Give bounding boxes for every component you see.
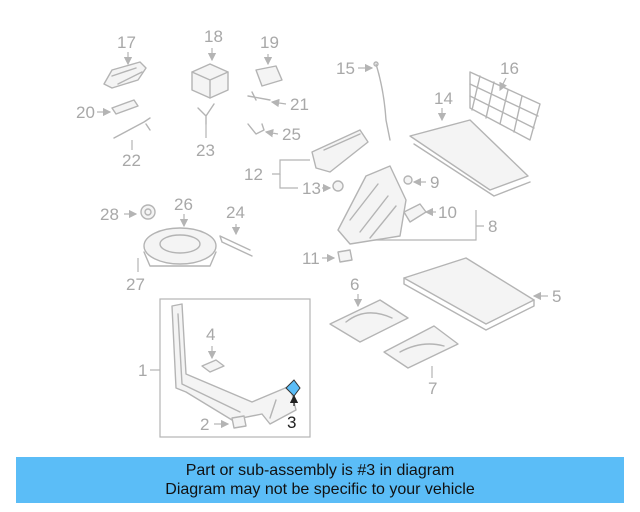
- part-20-tool[interactable]: 20: [76, 99, 139, 122]
- part-23-clip[interactable]: 23: [196, 103, 215, 160]
- part-25-bracket[interactable]: 25: [247, 123, 301, 144]
- part-21-strap[interactable]: 21: [247, 91, 309, 114]
- callout-24: 24: [226, 203, 245, 222]
- callout-27: 27: [126, 275, 145, 294]
- callout-18: 18: [204, 27, 223, 46]
- callout-10: 10: [438, 203, 457, 222]
- part-18-bag[interactable]: 18: [191, 27, 229, 99]
- part-9-clip[interactable]: 9: [403, 173, 439, 192]
- part-26-tire-tray[interactable]: 26: [143, 195, 217, 267]
- callout-7: 7: [428, 379, 437, 398]
- part-2-clip[interactable]: 2: [200, 415, 247, 434]
- callout-6: 6: [350, 275, 359, 294]
- parts-diagram: 17 20 22 18 23 19 21 25: [76, 27, 561, 438]
- callout-11: 11: [302, 249, 320, 268]
- callout-2: 2: [200, 415, 209, 434]
- callout-9: 9: [430, 173, 439, 192]
- callout-16: 16: [500, 59, 519, 78]
- part-28-bolt[interactable]: 28: [100, 204, 156, 224]
- callout-20: 20: [76, 103, 95, 122]
- part-13-fastener[interactable]: 13: [279, 174, 344, 198]
- part-6-floor-board[interactable]: 6: [329, 275, 409, 343]
- part-24-bracket[interactable]: 24: [219, 203, 253, 257]
- part-19-canister[interactable]: 19: [255, 33, 283, 87]
- callout-21: 21: [290, 95, 309, 114]
- callout-12: 12: [244, 165, 263, 184]
- callout-14: 14: [434, 89, 453, 108]
- part-12-trim-bracket[interactable]: 12: [244, 129, 369, 184]
- callout-17: 17: [117, 33, 136, 52]
- part-11-clip[interactable]: 11: [302, 249, 353, 268]
- part-15-cable[interactable]: 15: [336, 59, 391, 141]
- callout-15: 15: [336, 59, 355, 78]
- part-4-clip[interactable]: 4: [201, 325, 225, 373]
- part-7-floor-board[interactable]: 7: [383, 325, 459, 398]
- part-27-strap[interactable]: 27: [126, 258, 145, 294]
- part-10-cover[interactable]: 10: [403, 203, 457, 223]
- part-1-trim-panel[interactable]: 1: [138, 303, 297, 425]
- banner-line-1: Part or sub-assembly is #3 in diagram: [185, 462, 455, 479]
- callout-22: 22: [122, 151, 141, 170]
- callout-8: 8: [488, 217, 497, 236]
- callout-1: 1: [138, 361, 147, 380]
- info-banner: Part or sub-assembly is #3 in diagram Di…: [16, 457, 624, 503]
- part-8-side-trim[interactable]: 8: [337, 165, 497, 245]
- callout-3: 3: [287, 413, 296, 432]
- callout-13: 13: [302, 179, 321, 198]
- part-14-rear-shelf[interactable]: 14: [409, 89, 531, 197]
- callout-5: 5: [552, 287, 561, 306]
- callout-19: 19: [260, 33, 279, 52]
- part-22-tool[interactable]: 22: [113, 117, 151, 170]
- part-17-jack[interactable]: 17: [103, 33, 147, 89]
- assembly-1-box: [159, 298, 311, 438]
- callout-4: 4: [206, 325, 215, 344]
- callout-26: 26: [174, 195, 193, 214]
- part-3-highlighted[interactable]: 3: [285, 379, 301, 432]
- callout-23: 23: [196, 141, 215, 160]
- part-16-cargo-net[interactable]: 16: [469, 59, 541, 141]
- callout-28: 28: [100, 205, 119, 224]
- banner-line-2: Diagram may not be specific to your vehi…: [165, 481, 475, 498]
- callout-25: 25: [282, 125, 301, 144]
- part-5-floor-mat[interactable]: 5: [403, 257, 561, 331]
